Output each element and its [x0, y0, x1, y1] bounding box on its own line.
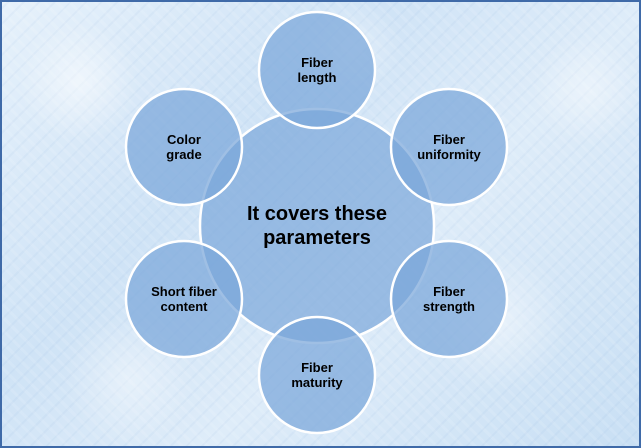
- node-label-short-fiber-content: Short fiber content: [151, 284, 217, 314]
- node-circle-fiber-uniformity: [389, 87, 509, 207]
- center-label-line1: It covers these: [246, 203, 388, 225]
- node-label-line1: Fiber: [433, 284, 465, 299]
- node-label-line2: strength: [423, 299, 475, 314]
- node-circle-fiber-length: [257, 10, 377, 130]
- node-circle-fiber-strength: [389, 239, 509, 359]
- node-label-line1: Fiber: [301, 360, 333, 375]
- node-label-line1: Short fiber: [151, 284, 217, 299]
- node-label-line1: Fiber: [433, 132, 465, 147]
- node-label-color-grade: Color grade: [166, 132, 201, 162]
- center-label-line2: parameters: [263, 227, 371, 249]
- node-circle-short-fiber-content: [124, 239, 244, 359]
- node-circle-color-grade: [124, 87, 244, 207]
- node-label-line2: uniformity: [417, 147, 481, 162]
- node-label-line1: Color: [167, 132, 201, 147]
- node-label-fiber-strength: Fiber strength: [423, 284, 475, 314]
- center-label: It covers these parameters: [247, 202, 387, 250]
- node-label-fiber-length: Fiber length: [298, 55, 337, 85]
- node-circle-fiber-maturity: [257, 315, 377, 435]
- node-label-line2: length: [297, 70, 337, 85]
- node-label-fiber-uniformity: Fiber uniformity: [417, 132, 481, 162]
- node-label-line2: grade: [166, 147, 202, 162]
- node-label-fiber-maturity: Fiber maturity: [291, 360, 342, 390]
- node-label-line2: content: [160, 299, 208, 314]
- node-label-line1: Fiber: [301, 55, 333, 70]
- node-label-line2: maturity: [291, 375, 343, 390]
